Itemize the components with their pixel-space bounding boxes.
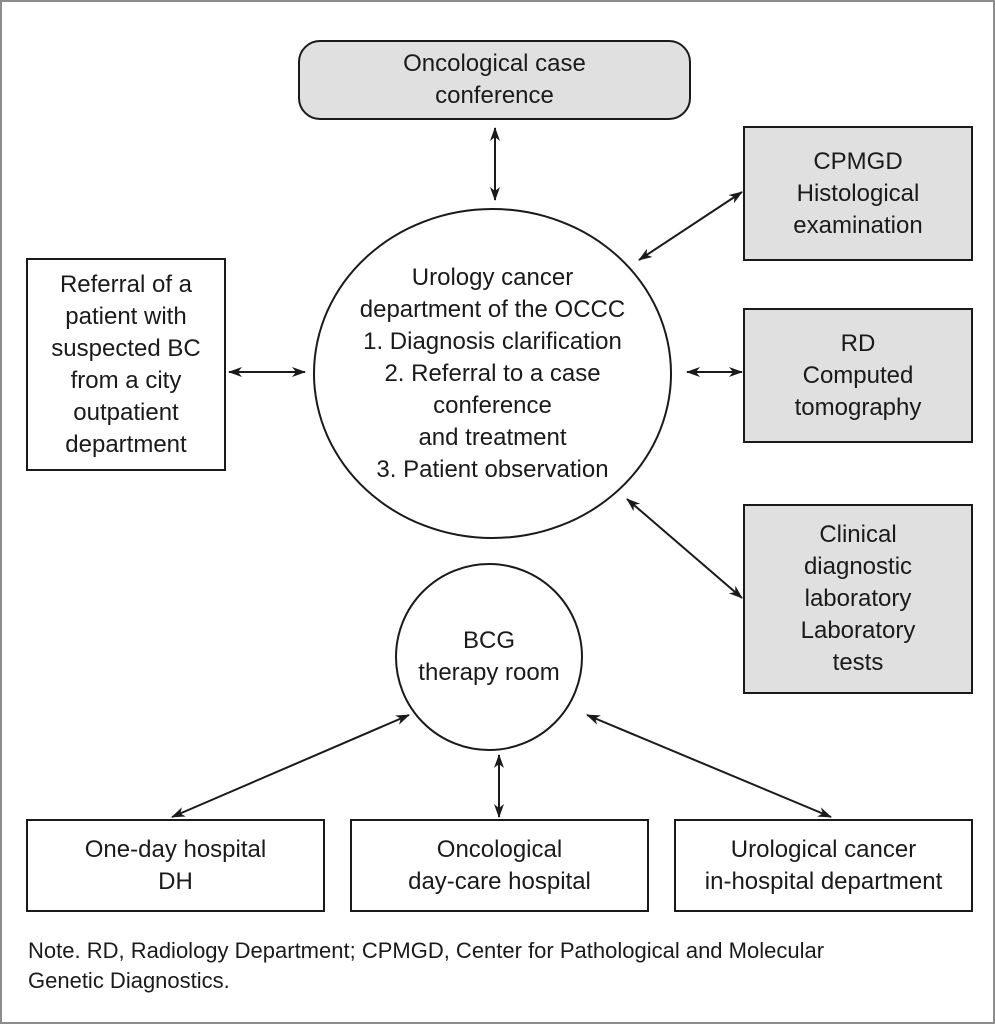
referral-box: Referral of a patient with suspected BC … — [26, 258, 226, 471]
oncological-case-conference-box: Oncological case conference — [298, 40, 691, 120]
arrow-bcg-inhospital — [586, 714, 832, 818]
arrow-urology-lab — [626, 498, 743, 599]
clinical-laboratory-box: Clinical diagnostic laboratory Laborator… — [743, 504, 973, 694]
cpmgd-box: CPMGD Histological examination — [743, 126, 973, 261]
cpmgd-label: CPMGD Histological examination — [793, 147, 923, 239]
referral-label: Referral of a patient with suspected BC … — [51, 270, 201, 458]
bcg-therapy-room-circle: BCG therapy room — [395, 563, 583, 751]
one-day-hospital-label: One-day hospital DH — [84, 835, 267, 895]
rd-label: RD Computed tomography — [794, 329, 922, 421]
urology-department-circle: Urology cancer department of the OCCC 1.… — [313, 208, 672, 539]
rd-box: RD Computed tomography — [743, 308, 973, 443]
one-day-hospital-box: One-day hospital DH — [26, 819, 325, 912]
oncological-case-conference-label: Oncological case conference — [403, 50, 586, 109]
in-hospital-department-box: Urological cancer in-hospital department — [674, 819, 973, 912]
day-care-hospital-box: Oncological day-care hospital — [350, 819, 649, 912]
arrow-bcg-dh — [171, 714, 410, 818]
clinical-laboratory-label: Clinical diagnostic laboratory Laborator… — [800, 521, 916, 676]
urology-department-label: Urology cancer department of the OCCC 1.… — [359, 263, 626, 483]
day-care-hospital-label: Oncological day-care hospital — [408, 835, 591, 895]
arrow-urology-cpmgd — [638, 191, 743, 261]
footnote: Note. RD, Radiology Department; CPMGD, C… — [28, 938, 825, 993]
bcg-therapy-room-label: BCG therapy room — [418, 627, 560, 686]
in-hospital-department-label: Urological cancer in-hospital department — [704, 835, 943, 895]
